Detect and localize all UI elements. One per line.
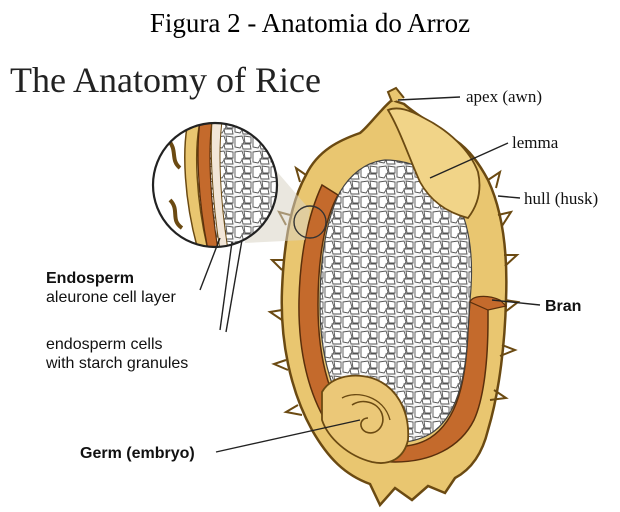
label-lemma: lemma xyxy=(512,133,559,152)
label-cells-2: with starch granules xyxy=(45,355,188,372)
label-germ: Germ (embryo) xyxy=(80,445,195,462)
zoom-magnifier xyxy=(150,120,277,250)
cells-leader-2 xyxy=(226,240,242,332)
cells-leader-1 xyxy=(220,242,232,330)
label-endosperm: Endosperm xyxy=(46,270,134,287)
label-cells-1: endosperm cells xyxy=(46,336,163,353)
diagram-title: The Anatomy of Rice xyxy=(10,60,321,100)
apex-leader xyxy=(398,97,460,100)
label-bran: Bran xyxy=(545,298,581,315)
label-apex: apex (awn) xyxy=(466,87,542,106)
hull-leader xyxy=(498,196,520,198)
label-hull: hull (husk) xyxy=(524,189,598,208)
label-aleurone: aleurone cell layer xyxy=(46,289,177,306)
